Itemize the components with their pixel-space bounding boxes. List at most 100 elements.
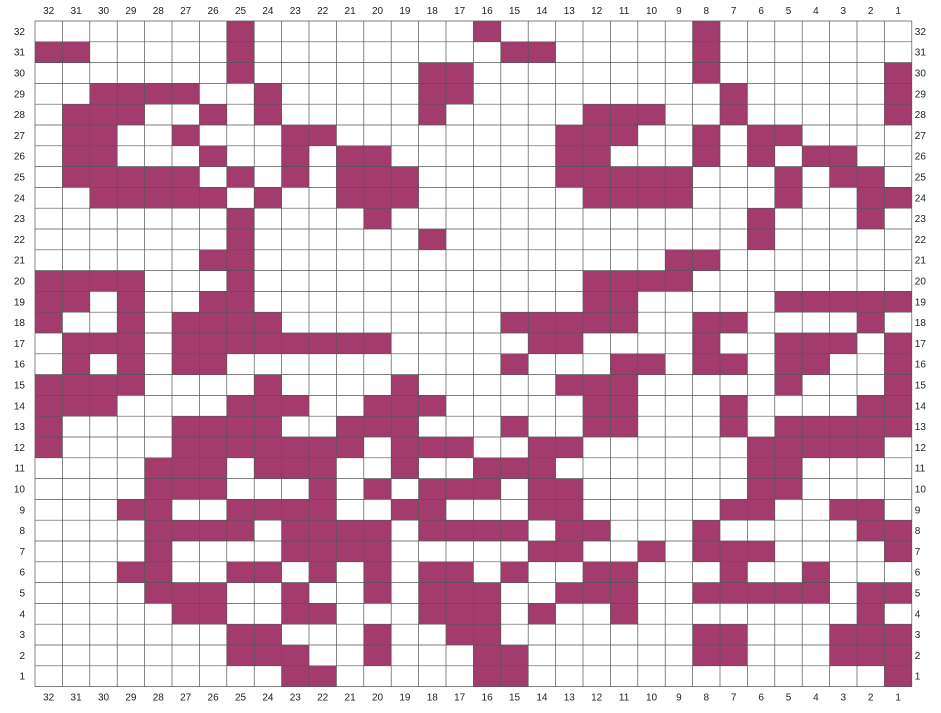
stitch-cell-empty bbox=[117, 395, 144, 416]
stitch-cell-empty bbox=[145, 250, 172, 271]
stitch-cell-empty bbox=[391, 208, 418, 229]
stitch-cell-empty bbox=[528, 624, 555, 645]
stitch-cell-empty bbox=[446, 291, 473, 312]
stitch-cell-empty bbox=[501, 250, 528, 271]
stitch-cell-empty bbox=[336, 583, 363, 604]
stitch-cell-filled bbox=[172, 187, 199, 208]
stitch-cell-filled bbox=[199, 437, 226, 458]
stitch-cell-empty bbox=[336, 375, 363, 396]
stitch-cell-empty bbox=[830, 21, 857, 42]
stitch-cell-empty bbox=[747, 104, 774, 125]
row-label-right: 17 bbox=[915, 339, 927, 350]
stitch-cell-filled bbox=[172, 479, 199, 500]
stitch-cell-filled bbox=[419, 520, 446, 541]
stitch-cell-filled bbox=[857, 312, 884, 333]
stitch-cell-empty bbox=[90, 21, 117, 42]
stitch-cell-filled bbox=[282, 146, 309, 167]
stitch-cell-empty bbox=[364, 83, 391, 104]
stitch-cell-filled bbox=[610, 271, 637, 292]
column-label-top: 17 bbox=[454, 6, 466, 17]
stitch-cell-filled bbox=[528, 541, 555, 562]
stitch-cell-empty bbox=[254, 63, 281, 84]
row-label-left: 26 bbox=[14, 152, 26, 163]
stitch-cell-empty bbox=[528, 291, 555, 312]
stitch-cell-empty bbox=[747, 42, 774, 63]
stitch-cell-empty bbox=[90, 520, 117, 541]
stitch-cell-empty bbox=[282, 208, 309, 229]
stitch-cell-empty bbox=[62, 416, 89, 437]
stitch-cell-filled bbox=[419, 104, 446, 125]
stitch-cell-empty bbox=[62, 187, 89, 208]
stitch-cell-filled bbox=[884, 333, 911, 354]
stitch-cell-empty bbox=[556, 458, 583, 479]
stitch-cell-empty bbox=[199, 21, 226, 42]
stitch-cell-empty bbox=[364, 354, 391, 375]
stitch-cell-empty bbox=[638, 229, 665, 250]
row-label-right: 16 bbox=[915, 360, 927, 371]
row-label-right: 15 bbox=[915, 381, 927, 392]
stitch-cell-filled bbox=[227, 499, 254, 520]
stitch-cell-filled bbox=[556, 333, 583, 354]
stitch-cell-empty bbox=[336, 645, 363, 666]
stitch-cell-empty bbox=[857, 83, 884, 104]
row-label-right: 6 bbox=[915, 568, 921, 579]
stitch-cell-empty bbox=[857, 562, 884, 583]
stitch-cell-empty bbox=[473, 395, 500, 416]
stitch-cell-empty bbox=[446, 208, 473, 229]
column-label-top: 24 bbox=[262, 6, 274, 17]
stitch-cell-filled bbox=[583, 146, 610, 167]
stitch-cell-filled bbox=[693, 541, 720, 562]
stitch-cell-empty bbox=[62, 21, 89, 42]
stitch-cell-empty bbox=[501, 21, 528, 42]
stitch-cell-empty bbox=[830, 354, 857, 375]
stitch-cell-filled bbox=[254, 187, 281, 208]
stitch-cell-empty bbox=[336, 395, 363, 416]
stitch-cell-empty bbox=[172, 271, 199, 292]
row-label-right: 28 bbox=[915, 110, 927, 121]
column-label-top: 8 bbox=[704, 6, 710, 17]
stitch-cell-filled bbox=[145, 541, 172, 562]
stitch-cell-filled bbox=[227, 271, 254, 292]
stitch-cell-empty bbox=[638, 208, 665, 229]
stitch-cell-empty bbox=[172, 291, 199, 312]
stitch-cell-empty bbox=[309, 63, 336, 84]
stitch-cell-filled bbox=[391, 167, 418, 188]
stitch-cell-empty bbox=[528, 645, 555, 666]
stitch-cell-filled bbox=[528, 312, 555, 333]
stitch-cell-filled bbox=[419, 479, 446, 500]
stitch-cell-filled bbox=[172, 520, 199, 541]
stitch-cell-empty bbox=[610, 437, 637, 458]
stitch-cell-filled bbox=[254, 312, 281, 333]
stitch-cell-filled bbox=[693, 583, 720, 604]
stitch-cell-filled bbox=[802, 354, 829, 375]
column-label-top: 27 bbox=[180, 6, 192, 17]
stitch-cell-empty bbox=[62, 83, 89, 104]
stitch-cell-empty bbox=[884, 125, 911, 146]
stitch-cell-filled bbox=[117, 499, 144, 520]
stitch-cell-empty bbox=[364, 437, 391, 458]
stitch-cell-filled bbox=[802, 333, 829, 354]
stitch-cell-filled bbox=[556, 479, 583, 500]
stitch-cell-empty bbox=[145, 354, 172, 375]
stitch-cell-filled bbox=[830, 291, 857, 312]
stitch-cell-empty bbox=[473, 437, 500, 458]
stitch-cell-empty bbox=[720, 229, 747, 250]
stitch-cell-filled bbox=[775, 583, 802, 604]
stitch-cell-empty bbox=[446, 167, 473, 188]
row-label-left: 2 bbox=[19, 651, 25, 662]
stitch-cell-empty bbox=[802, 104, 829, 125]
stitch-cell-filled bbox=[90, 375, 117, 396]
stitch-cell-filled bbox=[638, 187, 665, 208]
stitch-cell-filled bbox=[884, 583, 911, 604]
stitch-cell-empty bbox=[473, 562, 500, 583]
stitch-cell-empty bbox=[775, 312, 802, 333]
stitch-cell-filled bbox=[117, 562, 144, 583]
stitch-cell-empty bbox=[802, 83, 829, 104]
stitch-cell-empty bbox=[391, 312, 418, 333]
stitch-cell-empty bbox=[693, 458, 720, 479]
stitch-cell-filled bbox=[501, 645, 528, 666]
stitch-cell-empty bbox=[172, 208, 199, 229]
stitch-cell-filled bbox=[473, 583, 500, 604]
stitch-cell-empty bbox=[35, 354, 62, 375]
stitch-cell-empty bbox=[336, 562, 363, 583]
